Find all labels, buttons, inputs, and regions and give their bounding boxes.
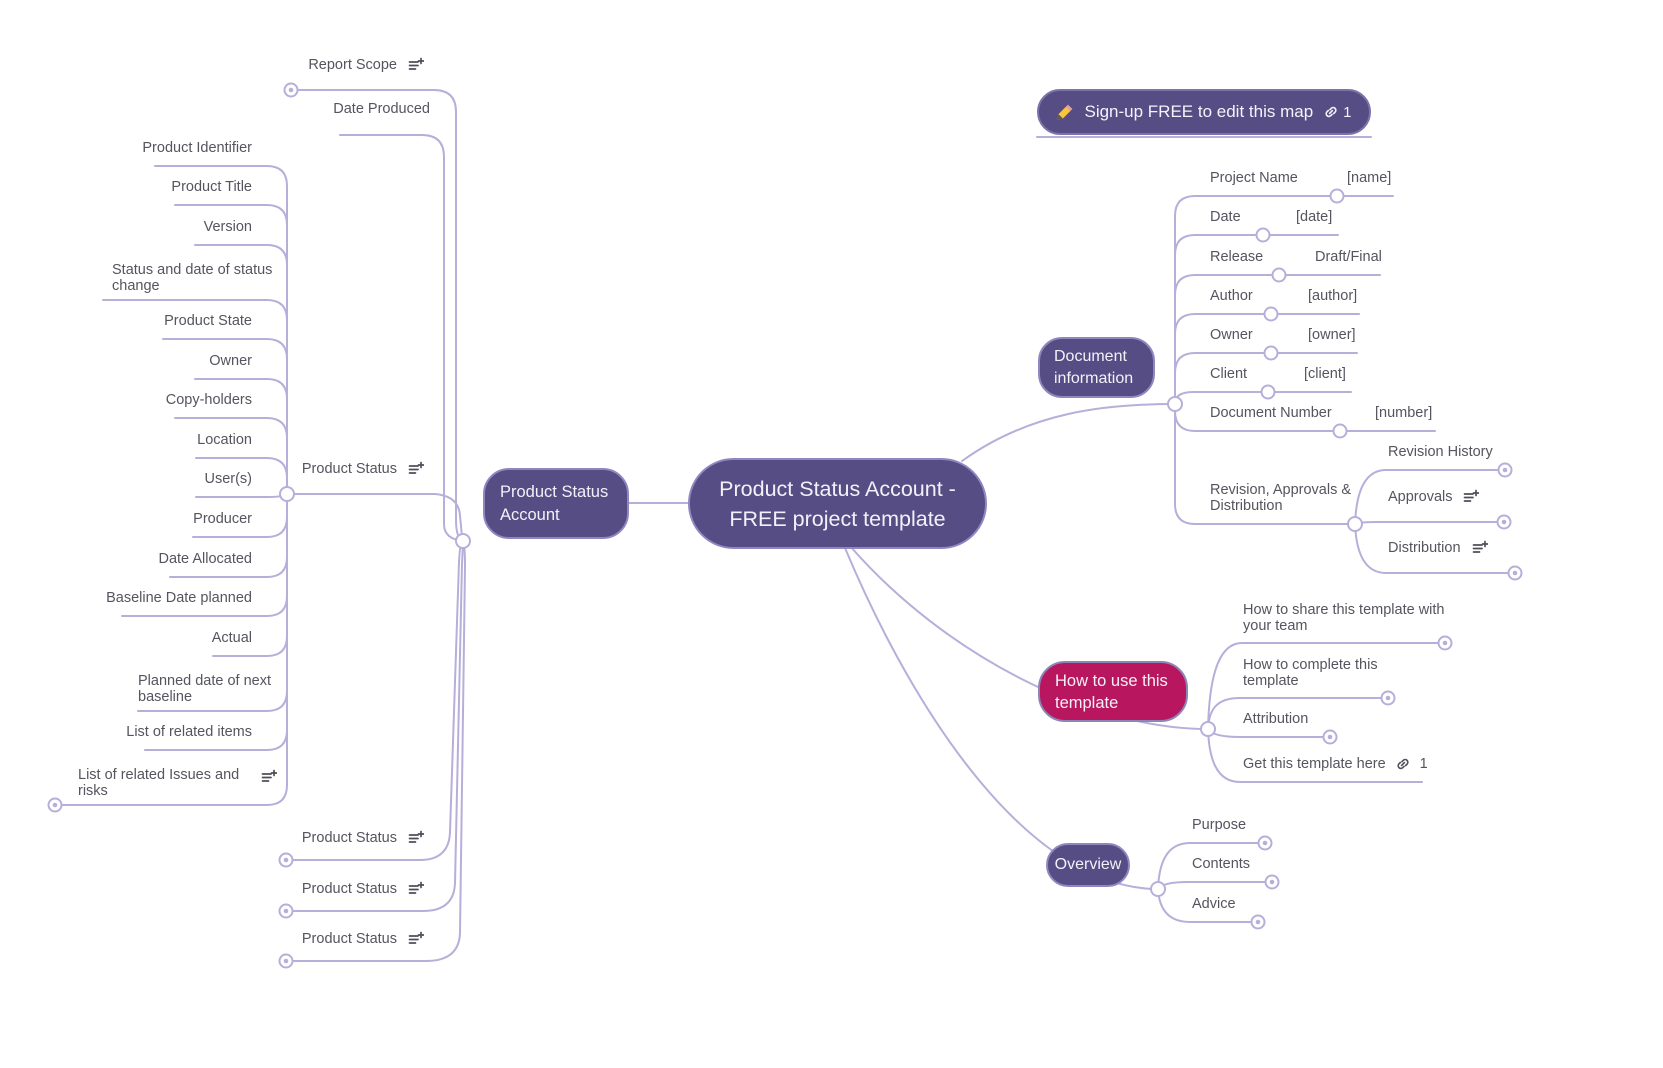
field-label[interactable]: Author — [1210, 288, 1253, 304]
topic[interactable]: List of related items — [126, 724, 252, 740]
topic[interactable]: Product Title — [171, 179, 252, 195]
field-value[interactable]: [client] — [1304, 366, 1346, 382]
field-label[interactable]: Date — [1210, 209, 1241, 225]
overview-node[interactable]: Overview — [1046, 843, 1130, 887]
node-label: How to use this template — [1055, 671, 1168, 712]
topic-product-status-2[interactable]: Product Status — [302, 830, 424, 846]
field-label[interactable]: Owner — [1210, 327, 1253, 343]
link-icon — [1325, 106, 1337, 118]
topic[interactable]: User(s) — [204, 471, 252, 487]
field-value[interactable]: Draft/Final — [1315, 249, 1382, 265]
topic[interactable]: Actual — [211, 630, 252, 646]
field-value[interactable]: [author] — [1308, 288, 1358, 304]
signup-label: Sign-up FREE to edit this map — [1084, 102, 1314, 121]
field-value[interactable]: [name] — [1347, 170, 1392, 186]
topic-related-issues[interactable]: List of related Issues and risks — [78, 767, 277, 799]
topic-report-scope[interactable]: Report Scope — [308, 57, 424, 73]
topic-contents[interactable]: Contents — [1192, 856, 1251, 872]
notes-plus-icon[interactable] — [408, 830, 424, 846]
root-node[interactable]: Product Status Account - FREE project te… — [688, 458, 987, 549]
how-to-use-node[interactable]: How to use this template — [1038, 661, 1188, 722]
topic-date-produced[interactable]: Date Produced — [333, 101, 430, 117]
topic-product-status-3[interactable]: Product Status — [302, 881, 424, 897]
root-node-label: Product Status Account - FREE project te… — [719, 476, 956, 531]
topic[interactable]: Location — [197, 432, 252, 448]
notes-plus-icon[interactable] — [408, 881, 424, 897]
topic[interactable]: Version — [203, 219, 252, 235]
node-label: Product Status Account — [500, 482, 609, 524]
topic[interactable]: Planned date of next baseline — [138, 673, 272, 705]
topic-product-status[interactable]: Product Status — [302, 461, 424, 477]
topic[interactable]: Product State — [164, 313, 252, 329]
field-label[interactable]: Project Name — [1210, 170, 1298, 186]
topic[interactable]: Date Allocated — [158, 551, 252, 567]
document-information-node[interactable]: Document information — [1038, 337, 1155, 398]
expand-toggles[interactable] — [47, 82, 1523, 969]
topic[interactable]: Baseline Date planned — [106, 590, 252, 606]
node-label: Overview — [1054, 856, 1122, 873]
product-status-account-node[interactable]: Product Status Account — [483, 468, 629, 539]
field-value[interactable]: [date] — [1296, 209, 1333, 225]
topic-product-status-4[interactable]: Product Status — [302, 931, 424, 947]
field-label[interactable]: Release — [1210, 249, 1264, 265]
topic[interactable]: Producer — [193, 511, 252, 527]
topic-attribution[interactable]: Attribution — [1243, 711, 1309, 727]
topic[interactable]: Status and date of status change — [112, 262, 273, 294]
product-status-children-connectors — [54, 165, 288, 806]
notes-plus-icon[interactable] — [408, 461, 424, 477]
topic-how-share[interactable]: How to share this template with your tea… — [1243, 602, 1445, 634]
topic-approvals[interactable]: Approvals — [1388, 489, 1480, 505]
topic-purpose[interactable]: Purpose — [1192, 817, 1247, 833]
topic[interactable]: Copy-holders — [165, 392, 252, 408]
node-label: Document information — [1054, 347, 1134, 387]
field-value[interactable]: [owner] — [1308, 327, 1356, 343]
field-attach-circles[interactable] — [1255, 188, 1348, 439]
notes-plus-icon[interactable] — [408, 57, 424, 73]
topic-distribution[interactable]: Distribution — [1388, 540, 1488, 556]
topic-advice[interactable]: Advice — [1192, 896, 1236, 912]
notes-plus-icon[interactable] — [261, 769, 277, 785]
field-label[interactable]: Document Number — [1210, 405, 1332, 421]
notes-plus-icon[interactable] — [408, 931, 424, 947]
topic-get-template[interactable]: Get this template here 1 — [1243, 756, 1428, 772]
notes-plus-icon[interactable] — [1472, 540, 1488, 556]
notes-plus-icon[interactable] — [1463, 489, 1480, 505]
topic[interactable]: Product Identifier — [142, 140, 252, 156]
signup-link-count[interactable]: 1 — [1323, 104, 1352, 121]
field-label[interactable]: Client — [1210, 366, 1248, 382]
topic-revision-group[interactable]: Revision, Approvals & Distribution — [1210, 482, 1352, 514]
junction-toggles[interactable] — [279, 396, 1363, 897]
link-count: 1 — [1419, 756, 1428, 772]
topic-how-complete[interactable]: How to complete this template — [1243, 657, 1378, 689]
topic[interactable]: Owner — [209, 353, 252, 369]
topic-revision-history[interactable]: Revision History — [1388, 444, 1493, 460]
link-icon[interactable] — [1395, 756, 1411, 772]
signup-button[interactable]: Sign-up FREE to edit this map 1 — [1037, 89, 1371, 135]
pencil-icon — [1057, 104, 1073, 120]
field-value[interactable]: [number] — [1375, 405, 1433, 421]
